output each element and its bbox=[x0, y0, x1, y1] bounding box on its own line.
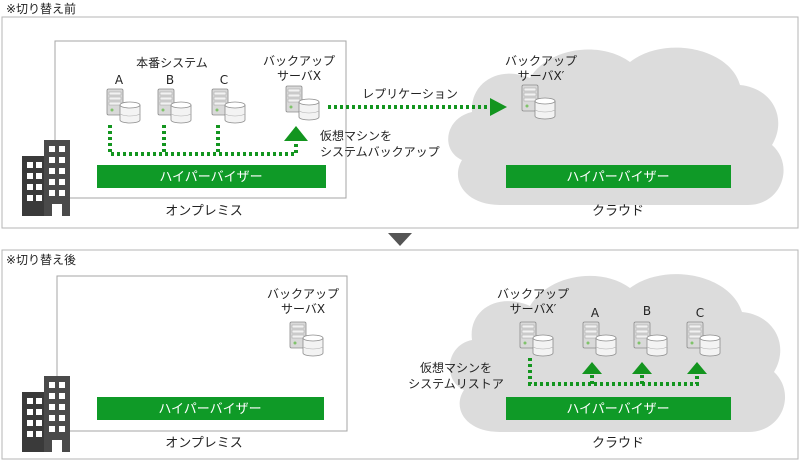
before-onprem-label: オンプレミス bbox=[165, 204, 243, 219]
after-vm-restore-line1: 仮想マシンを bbox=[420, 360, 492, 375]
after-restore-arrowhead-a bbox=[582, 362, 602, 374]
before-vm-backup-line1: 仮想マシンを bbox=[320, 128, 392, 143]
before-backup-x-line2: サーバX bbox=[277, 69, 321, 83]
after-backup-x2-line2: サーバX′ bbox=[510, 302, 557, 316]
after-restore-path bbox=[528, 358, 699, 386]
before-cloud-label: クラウド bbox=[592, 204, 644, 219]
after-section-label: ※切り替え後 bbox=[6, 253, 76, 267]
after-cloud bbox=[449, 274, 786, 432]
before-backup-x2-line2: サーバX′ bbox=[518, 69, 565, 83]
after-hypervisor-onprem-label: ハイパーバイザー bbox=[158, 402, 261, 417]
before-hypervisor-onprem bbox=[97, 165, 326, 188]
before-replication-arrowhead bbox=[490, 98, 507, 116]
after-hypervisor-cloud-label: ハイパーバイザー bbox=[566, 402, 669, 417]
before-replication-label: レプリケーション bbox=[362, 87, 458, 101]
before-backup-x-line1: バックアップ bbox=[263, 54, 335, 68]
after-section: ※切り替え後 ハイパーバイザー ハイパーバイザー バックアップ サーバX バック… bbox=[1, 249, 799, 460]
after-vm-restore-line2: システムリストア bbox=[408, 377, 504, 391]
after-cloud-label: クラウド bbox=[592, 436, 644, 451]
after-onprem-label: オンプレミス bbox=[165, 436, 243, 451]
before-hypervisor-onprem-label: ハイパーバイザー bbox=[159, 170, 262, 185]
before-section-label: ※切り替え前 bbox=[6, 1, 76, 16]
after-hypervisor-cloud bbox=[506, 397, 731, 420]
after-hypervisor-onprem bbox=[97, 397, 324, 420]
after-backup-x2-line1: バックアップ bbox=[497, 287, 569, 301]
before-server-c-label: C bbox=[220, 73, 228, 87]
before-backup-path bbox=[108, 125, 298, 156]
before-backup-x2-line1: バックアップ bbox=[505, 54, 577, 68]
before-hypervisor-cloud-label: ハイパーバイザー bbox=[566, 170, 669, 185]
after-restore-arrowhead-c bbox=[687, 362, 707, 374]
before-backup-arrowhead bbox=[284, 126, 308, 141]
before-hypervisor-cloud bbox=[506, 165, 731, 188]
before-vm-backup-line2: システムバックアップ bbox=[320, 145, 440, 159]
after-server-c-label: C bbox=[696, 306, 704, 320]
before-section: ※切り替え前 ハイパーバイザー ハイパーバイザー 本番システム A B C バッ… bbox=[1, 1, 799, 229]
before-server-a-label: A bbox=[115, 73, 124, 87]
after-server-a-label: A bbox=[591, 306, 600, 320]
transition-arrow bbox=[388, 233, 412, 246]
after-restore-arrowhead-b bbox=[632, 362, 652, 374]
after-backup-x-line2: サーバX bbox=[281, 302, 325, 316]
before-production-label: 本番システム bbox=[136, 56, 208, 70]
after-server-b-label: B bbox=[643, 304, 651, 318]
before-server-b-label: B bbox=[166, 73, 174, 87]
after-backup-x-line1: バックアップ bbox=[267, 287, 339, 301]
